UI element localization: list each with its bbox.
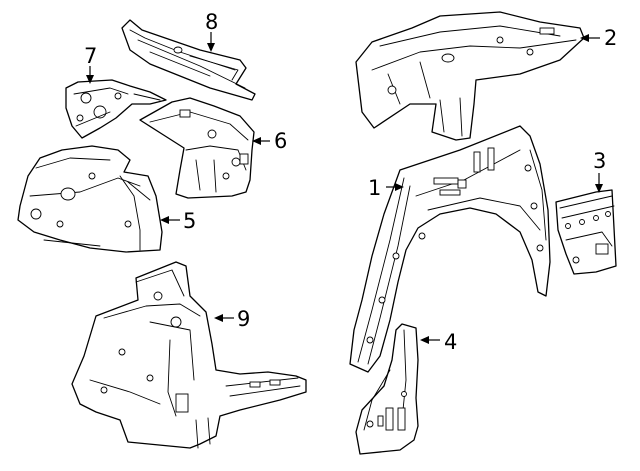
part-2-rail: [355, 11, 585, 141]
leader-line-9: [214, 314, 234, 322]
leader-line-1: [386, 183, 404, 191]
leader-line-6: [252, 137, 270, 145]
callout-number-6: 6: [274, 129, 287, 153]
callout-number-7: 7: [84, 44, 97, 68]
leader-line-8: [207, 32, 215, 52]
part-8-rail: [121, 19, 256, 101]
part-9-structure: [71, 261, 307, 449]
callout-number-1: 1: [368, 176, 381, 200]
callout-number-8: 8: [205, 10, 218, 34]
part-5-wheelhouse: [17, 145, 163, 253]
leader-line-2: [580, 34, 600, 42]
callout-number-5: 5: [183, 209, 196, 233]
leader-line-3: [595, 173, 603, 193]
part-4-pillar: [355, 323, 419, 455]
callout-number-3: 3: [593, 149, 606, 173]
part-3-plate: [555, 189, 617, 275]
callout-number-9: 9: [237, 307, 250, 331]
callout-number-4: 4: [444, 330, 457, 354]
part-7-bracket: [65, 79, 167, 139]
part-6-panel: [139, 97, 255, 199]
leader-line-7: [86, 66, 94, 84]
leader-line-4: [420, 336, 440, 344]
callout-number-2: 2: [604, 26, 617, 50]
leader-line-5: [160, 216, 180, 224]
